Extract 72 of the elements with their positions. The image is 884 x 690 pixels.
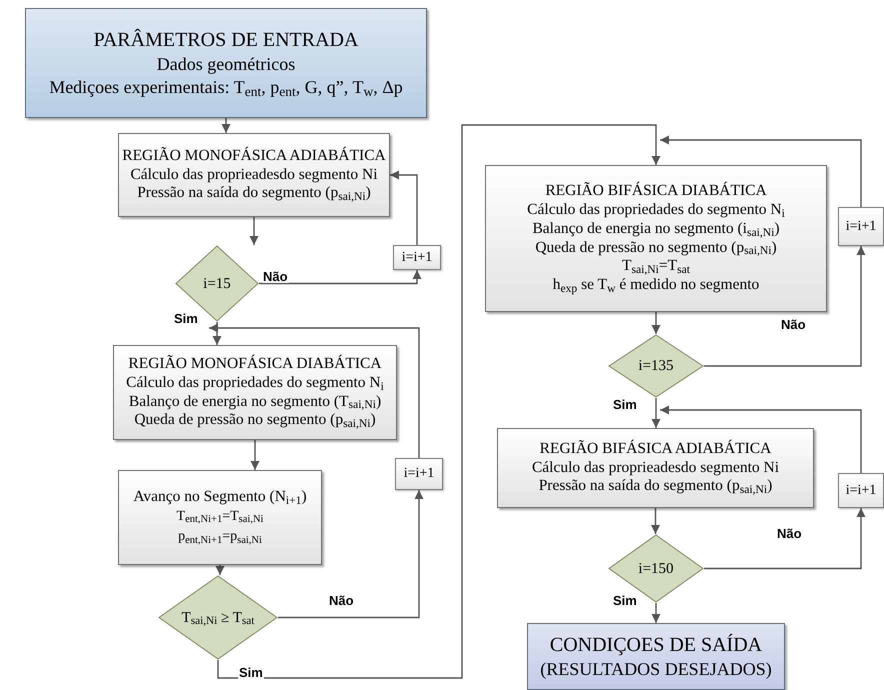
edge-label: Não: [328, 594, 355, 607]
edge-label: Sim: [612, 398, 638, 411]
edge-label: Não: [776, 527, 803, 540]
box-heading: CONDIÇOES DE SAÍDA: [550, 632, 762, 658]
box-heading: PARÂMETROS DE ENTRADA: [94, 28, 358, 53]
edge-label: Sim: [238, 666, 264, 679]
box-text: Cálculo das proprieadesdo segmento Ni: [130, 166, 378, 184]
box-heading: REGIÃO MONOFÁSICA DIABÁTICA: [128, 354, 382, 374]
box-text: Dados geométricos: [156, 53, 296, 76]
edge-label: Não: [780, 318, 807, 331]
box-text: Pressão na saída do segmento (p$_{sai,Ni}$): [538, 477, 772, 496]
box-text: i=i+1: [846, 482, 876, 500]
box-heading: REGIÃO BIFÁSICA ADIABÁTICA: [540, 440, 772, 459]
io-box: [25, 8, 427, 118]
process-box: [497, 428, 814, 508]
box-text: T$_{ent,Ni+1}$=T$_{sai,Ni}$: [176, 508, 264, 527]
arrow: [660, 406, 862, 473]
box-text: T$_{sai,Ni}$=T$_{sat}$: [622, 257, 690, 276]
box-text: i=135: [638, 358, 674, 374]
box-text: T$_{sai,Ni}$ ≥ T$_{sat}$: [182, 610, 254, 626]
box-text: i=i+1: [404, 465, 434, 483]
arrow: [217, 124, 660, 679]
arrow: [250, 440, 260, 470]
arrow: [209, 324, 420, 458]
arrow: [222, 118, 230, 133]
arrow: [652, 312, 660, 334]
process-box: [118, 470, 322, 565]
box-text: Cálculo das propriedades do segmento N$_{i}$: [126, 374, 384, 392]
box-text: Balanço de energia no segmento (T$_{sai,Ni}$): [128, 392, 382, 412]
box-text: Cálculo das propriedades do segmento N$_{i}$: [527, 200, 785, 220]
arrow: [704, 246, 866, 367]
box-text: p$_{ent,Ni+1}$=p$_{sai,Ni}$: [178, 528, 262, 548]
box-text: Mediçoes experimentais: T$_{ent}$, p$_{ent}$, G, q”, T$_{w}$, Δp: [49, 76, 403, 98]
process-box: [118, 133, 390, 217]
arrow: [212, 322, 222, 345]
edge-label: Não: [262, 270, 289, 283]
arrow: [278, 490, 424, 618]
arrow: [652, 603, 660, 623]
box-text: Balanço de energia no segmento (i$_{sai,Ni}$): [532, 220, 780, 238]
counter-box: [838, 207, 884, 246]
arrow: [652, 398, 660, 428]
process-box: [113, 345, 397, 440]
arrow: [216, 565, 224, 575]
box-text: Queda de pressão no segmento (p$_{sai,Ni}$): [535, 238, 777, 258]
edge-label: Sim: [612, 594, 638, 607]
arrow: [390, 170, 418, 245]
box-heading: Avanço no Segmento (N$_{i+1}$): [133, 488, 307, 507]
arrow: [651, 508, 660, 534]
counter-box: [395, 458, 443, 490]
process-box: [485, 165, 827, 312]
io-box: [527, 623, 785, 690]
box-heading: REGIÃO BIFÁSICA DIABÁTICA: [545, 182, 767, 201]
box-text: (RESULTADOS DESEJADOS): [540, 658, 772, 680]
decision-diamond: [158, 575, 278, 660]
box-text: Queda de pressão no segmento (p$_{sai,Ni}$): [134, 411, 376, 430]
box-text: Pressão na saída do segmento (p$_{sai,Ni}$): [137, 184, 371, 204]
counter-box: [393, 245, 441, 270]
edge-label: Sim: [173, 312, 199, 325]
box-text: i=i+1: [846, 218, 876, 236]
box-text: Cálculo das proprieadesdo segmento Ni: [532, 458, 780, 478]
box-text: i=15: [203, 276, 231, 292]
decision-diamond: [608, 334, 704, 398]
arrow: [259, 270, 422, 284]
box-text: i=150: [638, 560, 674, 576]
arrow: [250, 217, 258, 245]
box-text: i=i+1: [402, 248, 432, 266]
box-text: h$_{exp}$ se T$_{w}$ é medido no segmento: [552, 276, 760, 296]
counter-box: [838, 473, 884, 508]
arrow: [660, 136, 862, 207]
arrow: [704, 508, 866, 570]
decision-diamond: [175, 245, 259, 322]
box-heading: REGIÃO MONOFÁSICA ADIABÁTICA: [122, 146, 386, 166]
